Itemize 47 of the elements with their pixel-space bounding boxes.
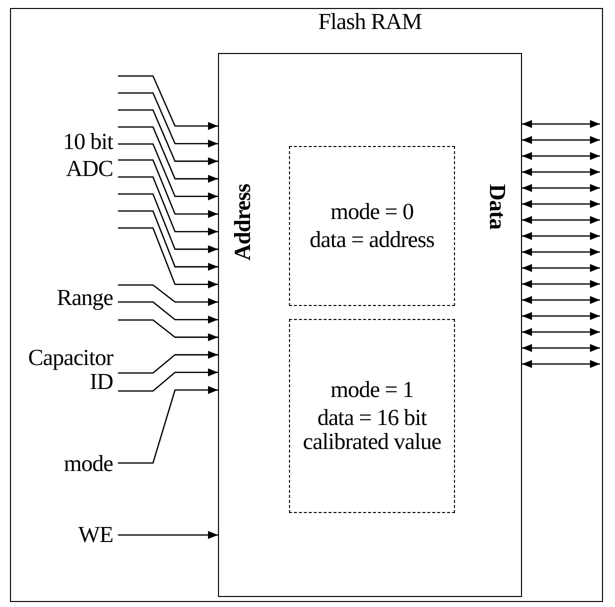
double-arrow <box>522 120 600 128</box>
signal-label: Range <box>13 278 119 330</box>
double-arrow <box>522 264 600 272</box>
arrow <box>118 75 218 130</box>
signal-label: WE <box>33 523 119 549</box>
port-label: Data <box>485 184 509 230</box>
double-arrow <box>522 248 600 256</box>
mode-value: mode = 1 <box>329 378 415 402</box>
double-arrow <box>522 280 600 288</box>
mode-value: mode = 0 <box>329 200 415 224</box>
arrow <box>118 386 218 464</box>
arrow <box>118 92 218 148</box>
block-title: Flash RAM <box>318 10 422 34</box>
arrow <box>118 159 218 218</box>
arrow <box>118 109 218 166</box>
double-arrow <box>522 296 600 304</box>
arrow <box>118 531 218 539</box>
arrow <box>118 284 218 306</box>
double-arrow <box>522 232 600 240</box>
double-arrow <box>522 312 600 320</box>
double-arrow <box>522 328 600 336</box>
mode-description: data = address <box>308 228 436 252</box>
arrow <box>118 126 218 183</box>
double-arrow <box>522 216 600 224</box>
double-arrow <box>522 200 600 208</box>
double-arrow <box>522 168 600 176</box>
arrow <box>118 193 218 254</box>
mode-description: data = 16 bit calibrated value <box>302 406 442 454</box>
arrow <box>118 319 218 342</box>
arrow <box>118 301 218 324</box>
arrow <box>118 350 218 374</box>
arrow <box>118 368 218 392</box>
arrow <box>118 210 218 271</box>
signal-label: 10 bit ADC <box>41 62 119 248</box>
arrow <box>118 227 218 288</box>
double-arrow <box>522 344 600 352</box>
signal-label: Capacitor ID <box>1 346 119 398</box>
double-arrow <box>522 360 600 368</box>
double-arrow <box>522 152 600 160</box>
signal-label: mode <box>33 452 119 478</box>
mode-box <box>289 146 455 306</box>
double-arrow <box>522 136 600 144</box>
arrow <box>118 143 218 200</box>
mode-box <box>289 319 455 513</box>
arrow <box>118 176 218 236</box>
double-arrow <box>522 184 600 192</box>
port-label: Address <box>231 184 255 261</box>
